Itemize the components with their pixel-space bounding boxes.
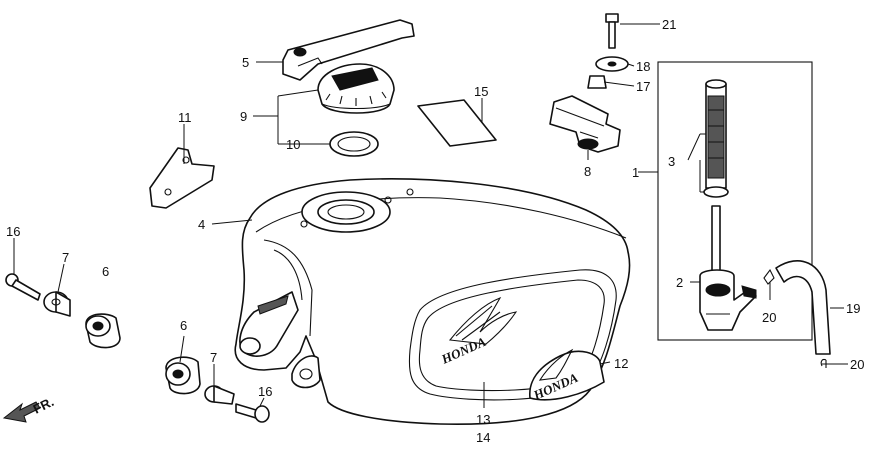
- callout-10: 10: [286, 137, 300, 152]
- callout-9: 9: [240, 109, 247, 124]
- callout-14: 14: [476, 430, 490, 445]
- callout-6-left: 6: [102, 264, 109, 279]
- part-7-collar-bottom: [204, 385, 235, 405]
- part-7-collar-left: [43, 291, 71, 317]
- part-19-fuel-hose: [775, 260, 831, 355]
- front-direction-label: FR.: [31, 394, 56, 417]
- callout-19: 19: [846, 301, 860, 316]
- callout-20-hose: 20: [762, 310, 776, 325]
- part-6-rubber-bottom: [165, 356, 201, 395]
- callout-11: 11: [178, 110, 192, 125]
- part-21-bolt: [605, 13, 619, 49]
- callout-12: 12: [614, 356, 628, 371]
- callout-17: 17: [636, 79, 650, 94]
- part-6-rubber-left: [85, 313, 121, 349]
- front-direction-arrow: FR.: [2, 394, 56, 423]
- part-1-fuel-cock-box: [657, 61, 813, 341]
- callout-20-end: 20: [850, 357, 864, 372]
- part-20-clip-b: [820, 358, 836, 368]
- part-10-gasket: [329, 131, 379, 157]
- leader-lines: [13, 23, 848, 408]
- callout-16-left: 16: [6, 224, 20, 239]
- callout-21: 21: [662, 17, 676, 32]
- part-8-mount-rubber: [549, 95, 621, 153]
- part-16-bolt-left: [5, 273, 41, 301]
- callout-15: 15: [474, 84, 488, 99]
- part-5-bracket: [282, 19, 415, 81]
- part-16-bolt-bottom: [235, 403, 270, 423]
- part-11-side-plate: [149, 147, 215, 209]
- callout-18: 18: [636, 59, 650, 74]
- part-15-decal: [417, 99, 497, 147]
- callout-8: 8: [584, 164, 591, 179]
- callout-7-bottom: 7: [210, 350, 217, 365]
- part-17-collar: [587, 75, 607, 89]
- part-18-washer: [595, 56, 629, 72]
- callout-7-left: 7: [62, 250, 69, 265]
- callout-6-bottom: 6: [180, 318, 187, 333]
- callout-16-bottom: 16: [258, 384, 272, 399]
- part-20-clip-a: [763, 268, 775, 285]
- part-4-fuel-tank: [234, 178, 631, 426]
- callout-5: 5: [242, 55, 249, 70]
- callout-3: 3: [668, 154, 675, 169]
- part-9-filler-cap: [317, 63, 395, 114]
- callout-1: 1: [632, 165, 639, 180]
- callout-2: 2: [676, 275, 683, 290]
- callout-4: 4: [198, 217, 205, 232]
- callout-labels: 1 2 3 4 5 6 6 7 7 8 9 10 11 12 13 14 15 …: [6, 17, 864, 445]
- callout-13: 13: [476, 412, 490, 427]
